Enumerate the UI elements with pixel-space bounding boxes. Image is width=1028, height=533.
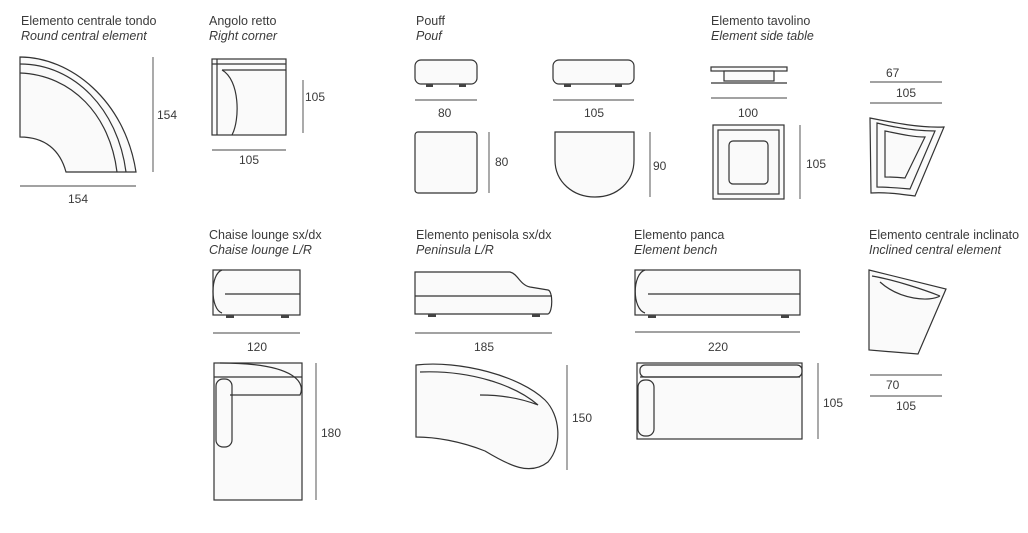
dim-label: 80 xyxy=(438,106,452,120)
pouf-80-front-drawing xyxy=(414,59,478,101)
dim-label: 105 xyxy=(823,396,844,410)
inclined-central-element-drawing xyxy=(868,269,947,397)
dim-label: 105 xyxy=(584,106,605,120)
dim-label: 154 xyxy=(157,108,178,122)
side-table-front-drawing xyxy=(710,66,788,99)
dim-label: 220 xyxy=(708,340,729,354)
pouf-80-top-drawing xyxy=(414,131,490,194)
dim-label: 90 xyxy=(653,159,667,173)
chaise-lounge-top-drawing xyxy=(213,362,317,501)
dim-label: 105 xyxy=(806,157,827,171)
side-table-top-drawing xyxy=(712,124,801,200)
peninsula-front-drawing xyxy=(414,271,553,334)
dim-label: 67 xyxy=(886,66,900,80)
dim-label: 185 xyxy=(474,340,495,354)
dim-label: 80 xyxy=(495,155,509,169)
dim-label: 105 xyxy=(239,153,260,167)
dim-label: 105 xyxy=(896,86,917,100)
bench-top-drawing xyxy=(636,362,819,440)
dim-label: 70 xyxy=(886,378,900,392)
dim-label: 100 xyxy=(738,106,759,120)
bench-front-drawing xyxy=(634,269,801,333)
dim-label: 105 xyxy=(305,90,326,104)
dim-label: 120 xyxy=(247,340,268,354)
dim-label: 150 xyxy=(572,411,593,425)
chaise-lounge-front-drawing xyxy=(212,269,301,334)
peninsula-top-drawing xyxy=(415,363,568,470)
dim-label: 180 xyxy=(321,426,342,440)
round-central-element-drawing xyxy=(19,56,154,187)
dim-label: 154 xyxy=(68,192,89,206)
side-table-wedge-drawing xyxy=(869,81,945,197)
dim-label: 105 xyxy=(896,399,917,413)
pouf-105-top-drawing xyxy=(554,131,651,198)
pouf-105-front-drawing xyxy=(552,59,635,101)
right-corner-drawing xyxy=(211,58,304,151)
